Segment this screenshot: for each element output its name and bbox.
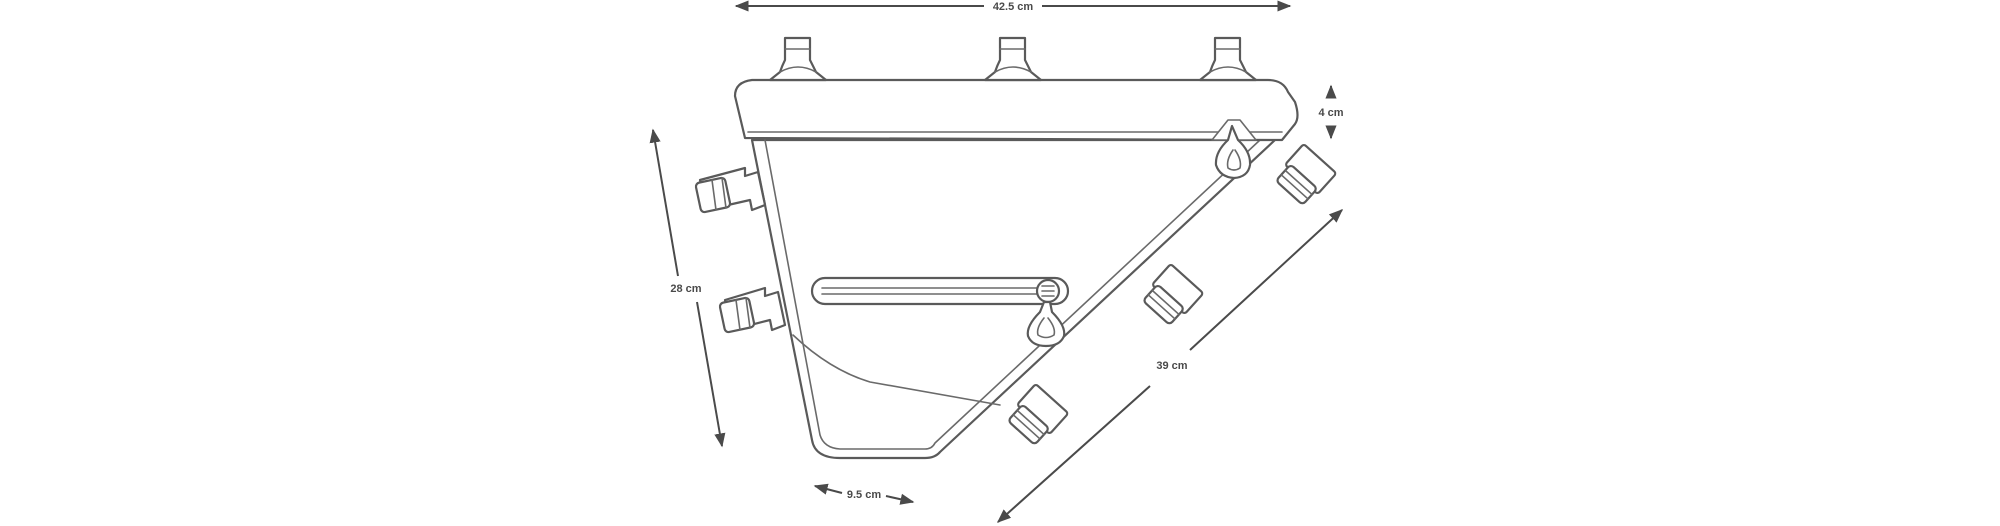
front-buckle-upper	[694, 166, 767, 214]
diagonal-buckle-middle	[1143, 264, 1204, 325]
dimension-front-height-label: 28 cm	[670, 283, 701, 295]
top-strap-right	[1198, 36, 1258, 82]
dimension-top-length: 42.5 cm	[734, 0, 1292, 13]
side-pocket-zipper	[810, 276, 1070, 306]
top-tube-section	[733, 78, 1299, 142]
dimension-top-length-label: 42.5 cm	[993, 1, 1034, 13]
main-zipper-pull	[1211, 119, 1257, 180]
dimension-bottom-length: 9.5 cm	[813, 483, 915, 505]
diagonal-buckle-lower	[1008, 384, 1069, 445]
top-strap-left	[768, 36, 828, 82]
bag-inner-seam	[764, 139, 1261, 450]
side-pocket-zipper-pull	[1026, 278, 1066, 348]
diagonal-buckle-upper	[1276, 144, 1337, 205]
dimension-depth: 4 cm	[1318, 84, 1344, 140]
bottom-gusset-line	[792, 334, 1001, 406]
dimension-depth-label: 4 cm	[1318, 107, 1343, 119]
frame-bag	[694, 36, 1337, 460]
dimension-bottom-length-label: 9.5 cm	[847, 489, 881, 501]
top-strap-middle	[983, 36, 1043, 82]
dimension-diagonal-length: 39 cm	[996, 209, 1344, 523]
front-buckle-lower	[718, 286, 787, 334]
dimension-diagonal-length-label: 39 cm	[1156, 360, 1187, 372]
dimension-front-height: 28 cm	[649, 128, 726, 448]
